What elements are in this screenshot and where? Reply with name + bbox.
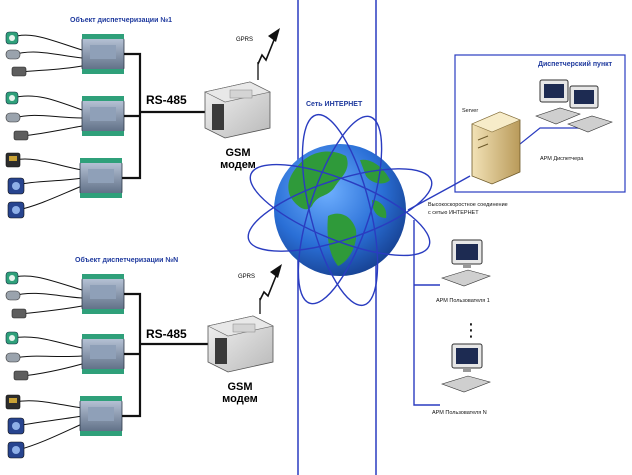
site-top-title: Объект диспетчеризации №1: [70, 16, 172, 24]
sensor-icon: [5, 394, 21, 410]
modem-label-top-line1: GSM: [225, 147, 250, 159]
internet-label: Сеть ИНТЕРНЕТ: [306, 101, 363, 108]
sensor-icon: [13, 130, 29, 141]
sensor-icon: [11, 308, 27, 319]
sensor-icon: [5, 290, 21, 301]
rs485-label-top: RS-485: [146, 93, 187, 107]
sensor-icon: [13, 370, 29, 381]
sensor-icon: [5, 49, 21, 60]
rs485-bus: [122, 52, 205, 180]
site-top: [5, 31, 205, 219]
workstation-icon: [535, 79, 613, 133]
globe-icon: [247, 113, 433, 307]
dispatch-title: Диспетчерский пункт: [538, 60, 613, 68]
io-module: [79, 396, 123, 436]
site-bottom-title: Объект диспетчеризации №N: [75, 256, 178, 264]
sensor-icon: [5, 91, 19, 105]
site-bottom: [5, 271, 208, 459]
sensor-icon: [7, 417, 25, 435]
gprs-label-top: GPRS: [236, 37, 253, 43]
sensor-icon: [5, 352, 21, 363]
sensor-icon: [5, 271, 19, 285]
io-module: [81, 274, 125, 314]
modem-label-top-line2: модем: [220, 159, 256, 171]
connection-label-line1: Высокоскоростное соединение: [428, 202, 508, 208]
gsm-modem-bottom: [207, 298, 274, 373]
sensor-icon: [5, 31, 19, 45]
sensor-icon: [7, 201, 25, 219]
gprs-signal-icon: [259, 264, 282, 301]
server-label: Server: [462, 108, 478, 114]
sensor-icon: [5, 112, 21, 123]
sensor-icon: [11, 66, 27, 77]
user-drop-line: [413, 220, 440, 406]
gprs-label-bottom: GPRS: [238, 274, 255, 280]
user-pc-n-icon: [441, 343, 491, 393]
rs485-bus: [122, 292, 208, 418]
workstation-label: АРМ Диспетчера: [540, 156, 584, 162]
sensor-icon: [5, 152, 21, 168]
modem-label-bottom-line2: модем: [222, 393, 258, 405]
server-icon: [471, 111, 521, 185]
user-pc-1-icon: [441, 239, 491, 287]
internet-uplink: [407, 175, 471, 211]
io-module: [81, 334, 125, 374]
sensor-icon: [7, 441, 25, 459]
connection-label-line2: с сетью ИНТЕРНЕТ: [428, 210, 479, 216]
sensor-icon: [5, 331, 19, 345]
ellipsis-dots: ⋮: [462, 320, 480, 341]
userN-label: АРМ Пользователя N: [432, 410, 487, 416]
user1-label: АРМ Пользователя 1: [436, 298, 490, 304]
io-module: [79, 158, 123, 198]
io-module: [81, 34, 125, 74]
gsm-modem-top: [204, 62, 271, 139]
rs485-label-bottom: RS-485: [146, 327, 187, 341]
sensor-icon: [7, 177, 25, 195]
modem-label-bottom-line1: GSM: [227, 381, 252, 393]
gprs-signal-icon: [257, 28, 280, 65]
io-module: [81, 96, 125, 136]
